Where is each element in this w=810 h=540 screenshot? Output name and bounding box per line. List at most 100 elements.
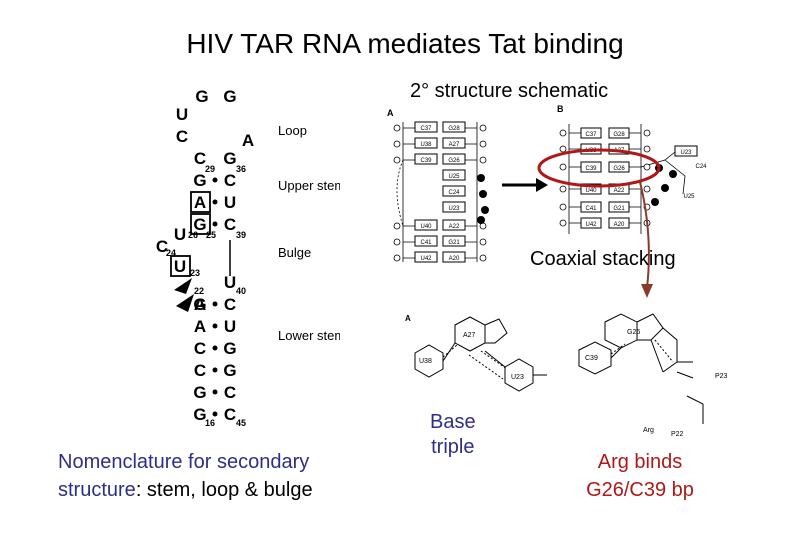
box-label: U25 bbox=[448, 174, 460, 180]
stem-base: G bbox=[193, 215, 206, 234]
nt-number: 29 bbox=[205, 164, 215, 174]
highlight-ellipse bbox=[537, 148, 661, 188]
box-label: A20 bbox=[614, 222, 625, 228]
box-label: C39 bbox=[420, 158, 432, 164]
box-label: G28 bbox=[613, 132, 625, 138]
panel-letter: A bbox=[405, 314, 411, 323]
stem-base: A bbox=[194, 317, 206, 336]
transition-arrow bbox=[502, 178, 548, 192]
nt-number: 36 bbox=[236, 164, 246, 174]
nomenclature-rest: : stem, loop & bulge bbox=[135, 479, 313, 501]
nt-number: 24 bbox=[166, 248, 176, 258]
arg-binding-structure: G26 C39 Arg P23 P22 bbox=[578, 313, 728, 438]
box-label: U42 bbox=[420, 256, 432, 262]
region-label-lower-stem: Lower stem bbox=[278, 328, 340, 343]
stem-base: C bbox=[194, 339, 206, 358]
box-label: G28 bbox=[448, 126, 460, 132]
stem-base: G bbox=[223, 149, 236, 168]
base-pair-dots bbox=[212, 177, 218, 417]
nt-number: 45 bbox=[236, 418, 246, 428]
chem-label: A27 bbox=[463, 332, 476, 339]
arg-binds-line: G26/C39 bp bbox=[586, 479, 694, 501]
stem-base: G bbox=[223, 361, 236, 380]
chem-label: U38 bbox=[419, 358, 432, 365]
coaxial-highlight bbox=[537, 148, 661, 298]
box-label: U42 bbox=[585, 222, 597, 228]
stem-base: U bbox=[224, 193, 236, 212]
nt-number: 23 bbox=[190, 268, 200, 278]
nomenclature-line-2: structure: stem, loop & bulge bbox=[58, 476, 313, 504]
chem-label: C39 bbox=[585, 355, 598, 362]
slide-title: HIV TAR RNA mediates Tat binding bbox=[186, 28, 624, 59]
box-label: A22 bbox=[449, 224, 460, 230]
box-label: C24 bbox=[448, 190, 460, 196]
box-label: C41 bbox=[420, 240, 432, 246]
box-label: U23 bbox=[448, 206, 460, 212]
nomenclature-term: structure bbox=[58, 479, 136, 501]
stem-base: G bbox=[193, 295, 206, 314]
stem-base: G bbox=[193, 171, 206, 190]
arg-binds-line: Arg binds bbox=[597, 451, 683, 473]
pointer-arrow-line bbox=[639, 181, 650, 289]
nt-number: 22 bbox=[194, 286, 204, 296]
stem-base: C bbox=[194, 149, 206, 168]
schematic-label: 2° structure schematic bbox=[410, 80, 609, 102]
stem-base: C bbox=[224, 215, 236, 234]
base-triple-line: triple bbox=[431, 436, 475, 458]
base-triple-line: Base bbox=[430, 411, 476, 433]
arg-binds-caption: Arg binds G26/C39 bp bbox=[560, 448, 720, 504]
panel-a-schematic: A C37 G28 U38 A27 C39 G26 U25 C24 U23 U4… bbox=[387, 108, 489, 263]
box-label: G21 bbox=[613, 206, 625, 212]
box-label: A27 bbox=[449, 142, 460, 148]
stem-base: G bbox=[193, 405, 206, 424]
highlight-boxes bbox=[170, 191, 211, 277]
box-label: U25 bbox=[683, 194, 695, 200]
stem-base: G bbox=[223, 339, 236, 358]
box-label: G26 bbox=[448, 158, 460, 164]
loop-base: U bbox=[176, 105, 188, 124]
stem-base: C bbox=[224, 171, 236, 190]
nomenclature-caption: Nomenclature for secondary structure: st… bbox=[58, 448, 313, 504]
box-label: U38 bbox=[420, 142, 432, 148]
loop-base: C bbox=[176, 127, 188, 146]
region-label-loop: Loop bbox=[278, 123, 307, 138]
loop-base: A bbox=[242, 131, 254, 150]
box-label: A22 bbox=[614, 188, 625, 194]
chem-label: P22 bbox=[671, 431, 684, 438]
box-label: U40 bbox=[420, 224, 432, 230]
stem-base: C bbox=[224, 405, 236, 424]
bulge-base: C bbox=[156, 237, 168, 256]
arrowheads bbox=[174, 278, 194, 312]
box-label: C41 bbox=[585, 206, 597, 212]
box-label: U40 bbox=[585, 188, 597, 194]
base-triple-label: Base triple bbox=[430, 410, 476, 460]
stem-base: U bbox=[224, 317, 236, 336]
box-label: G26 bbox=[613, 166, 625, 172]
box-label: U23 bbox=[680, 150, 692, 156]
region-label-bulge: Bulge bbox=[278, 245, 311, 260]
box-label: C24 bbox=[695, 164, 707, 170]
chem-label: P23 bbox=[715, 373, 728, 380]
box-label: A20 bbox=[449, 256, 460, 262]
box-label: G21 bbox=[448, 240, 460, 246]
pointer-arrowhead bbox=[641, 284, 653, 298]
panel-letter: B bbox=[557, 104, 564, 114]
stem-base: C bbox=[224, 383, 236, 402]
base-triple-structure: A A27 U38 U23 bbox=[405, 314, 547, 392]
stem-base: C bbox=[224, 295, 236, 314]
chem-label: Arg bbox=[643, 427, 654, 434]
loop-base: G bbox=[195, 87, 208, 106]
box-label: C39 bbox=[585, 166, 597, 172]
nt-number: 39 bbox=[236, 230, 246, 240]
coaxial-stacking-label: Coaxial stacking bbox=[530, 248, 676, 270]
box-label: C37 bbox=[585, 132, 597, 138]
nt-number: 16 bbox=[205, 418, 215, 428]
box-label: C37 bbox=[420, 126, 432, 132]
stem-base: G bbox=[193, 383, 206, 402]
nt-number: 25 bbox=[206, 230, 216, 240]
bulge-base: U bbox=[174, 225, 186, 244]
loop-base: G bbox=[223, 87, 236, 106]
chem-label: U23 bbox=[511, 374, 524, 381]
nomenclature-line-1: Nomenclature for secondary bbox=[58, 451, 310, 473]
chem-label: G26 bbox=[627, 329, 640, 336]
